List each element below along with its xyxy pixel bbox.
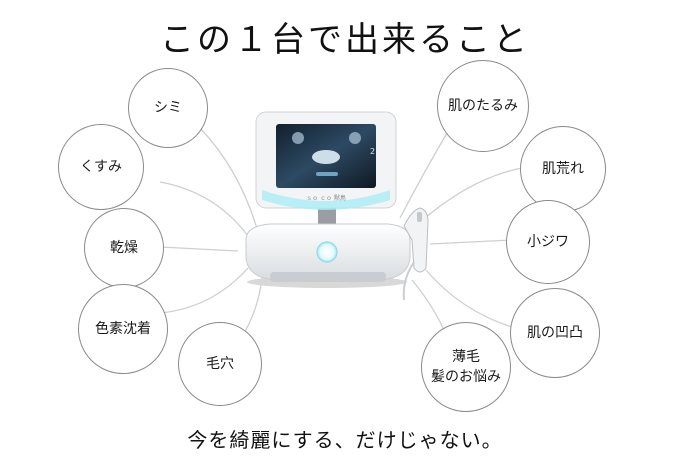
concern-bubble-hair: 薄毛 髪のお悩み [421, 322, 511, 412]
page-title: この１台で出来ること [160, 20, 530, 60]
bubble-label: くすみ [80, 158, 122, 175]
concern-bubble-roughness: 肌荒れ [520, 126, 606, 212]
brand-text: ｓｏ ｃｏ 黙鳥 [306, 194, 346, 202]
bubble-label: 薄毛 [452, 348, 480, 365]
page-subtitle: 今を綺麗にする、だけじゃない。 [187, 428, 503, 452]
concern-bubble-unevenness: 肌の凹凸 [510, 288, 600, 378]
bubble-label: シミ [154, 99, 182, 116]
concern-bubble-fine-lines: 小ジワ [506, 200, 590, 284]
bubble-label: 乾燥 [110, 239, 138, 256]
bubble-label: 肌の凹凸 [527, 324, 583, 341]
concern-bubble-pores: 毛穴 [178, 322, 262, 406]
screen-label: 2 [370, 147, 375, 156]
connector-lines [159, 127, 523, 347]
concern-bubble-dryness: 乾燥 [84, 208, 164, 288]
bubble-label-line2: 髪のお悩み [431, 369, 501, 385]
bubble-label: 肌のたるみ [448, 97, 518, 114]
bubble-label: 毛穴 [206, 355, 234, 372]
beauty-device: 2 ｓｏ ｃｏ 黙鳥 [245, 111, 429, 301]
bubble-label: 肌荒れ [542, 160, 584, 177]
concern-bubble-sagging: 肌のたるみ [437, 60, 529, 152]
power-button-icon [316, 241, 338, 263]
concern-bubble-spots: シミ [128, 68, 208, 148]
bubble-label: 小ジワ [527, 233, 569, 250]
bubble-label: 色素沈着 [95, 320, 151, 337]
concern-bubble-dullness: くすみ [58, 124, 144, 210]
concern-bubble-pigmentation: 色素沈着 [78, 284, 168, 374]
